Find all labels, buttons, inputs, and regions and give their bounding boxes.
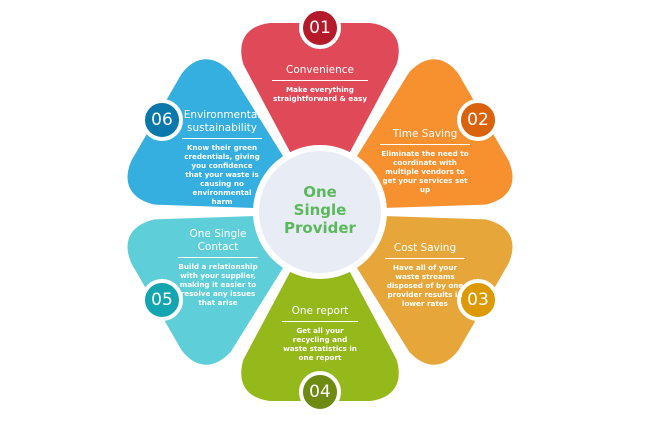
- petal-02: [353, 59, 513, 209]
- badge-04: 04: [309, 382, 331, 402]
- petal-04: [241, 265, 399, 401]
- item-title: Time Saving: [380, 128, 470, 145]
- item-title: One Single Contact: [178, 228, 258, 258]
- item-desc: Eliminate the need to coordinate with mu…: [381, 149, 469, 194]
- item-desc: Build a relationship with your supplier,…: [178, 262, 258, 307]
- badge-circle-04: [299, 371, 341, 413]
- item-title: Cost Saving: [385, 242, 465, 259]
- item-desc: Make everything straightforward & easy: [272, 85, 368, 103]
- petal-05: [127, 215, 287, 365]
- badge-circle-03: [457, 279, 499, 321]
- petal-03: [353, 215, 513, 365]
- item-title: One report: [282, 305, 358, 322]
- badge-circle-01: [299, 7, 341, 49]
- item-desc: Have all of your waste streams disposed …: [386, 263, 464, 308]
- item-desc: Get all your recycling and waste statist…: [283, 326, 357, 362]
- badge-circle-05: [141, 279, 183, 321]
- petal-06: [127, 59, 287, 209]
- item-title: Convenience: [272, 64, 368, 81]
- badge-02: 02: [467, 110, 489, 130]
- item-title: Environmental sustainability: [182, 109, 262, 139]
- badge-circle-06: [141, 99, 183, 141]
- center-disc: [253, 145, 387, 279]
- petal-01: [241, 23, 399, 159]
- badge-05: 05: [151, 290, 173, 310]
- badge-06: 06: [151, 110, 173, 130]
- center-title: One Single Provider: [284, 183, 356, 237]
- badge-circle-02: [457, 99, 499, 141]
- badge-01: 01: [309, 18, 331, 38]
- center-circle: One Single Provider: [258, 148, 382, 272]
- badge-03: 03: [467, 290, 489, 310]
- item-desc: Know their green credentials, giving you…: [184, 143, 260, 206]
